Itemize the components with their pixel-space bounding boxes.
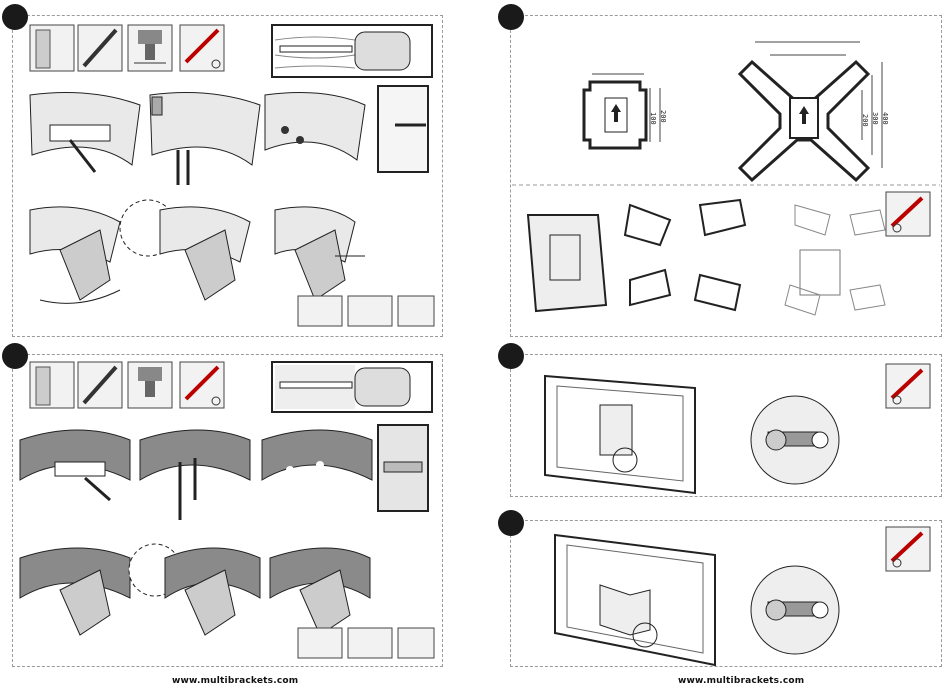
tv-back-sketch-2 bbox=[555, 535, 715, 665]
screwdriver-tool-icon-5 bbox=[886, 527, 930, 571]
screw-washer-detail-2 bbox=[751, 566, 839, 654]
footer-url-right[interactable]: www.multibrackets.com bbox=[678, 676, 804, 686]
